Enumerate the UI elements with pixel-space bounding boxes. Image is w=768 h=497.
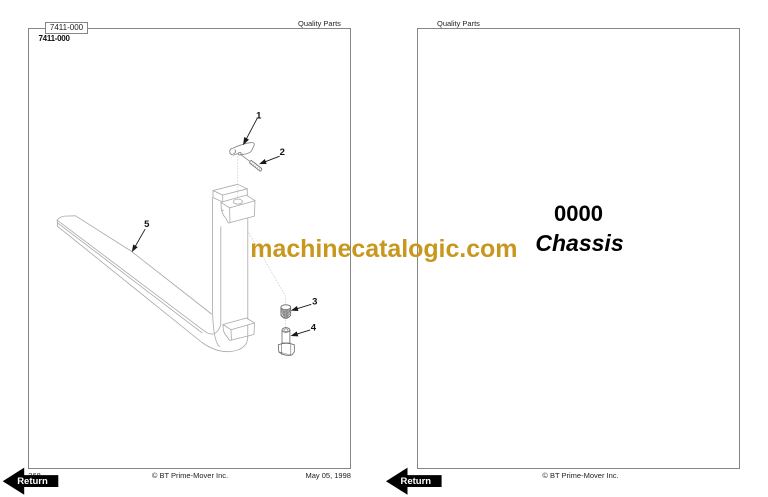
svg-text:4: 4: [311, 323, 317, 334]
svg-text:Return: Return: [17, 476, 48, 487]
svg-text:3: 3: [312, 297, 317, 308]
svg-text:2: 2: [280, 147, 285, 158]
svg-text:1: 1: [256, 110, 262, 121]
svg-text:5: 5: [144, 219, 150, 230]
svg-text:Return: Return: [401, 476, 432, 487]
